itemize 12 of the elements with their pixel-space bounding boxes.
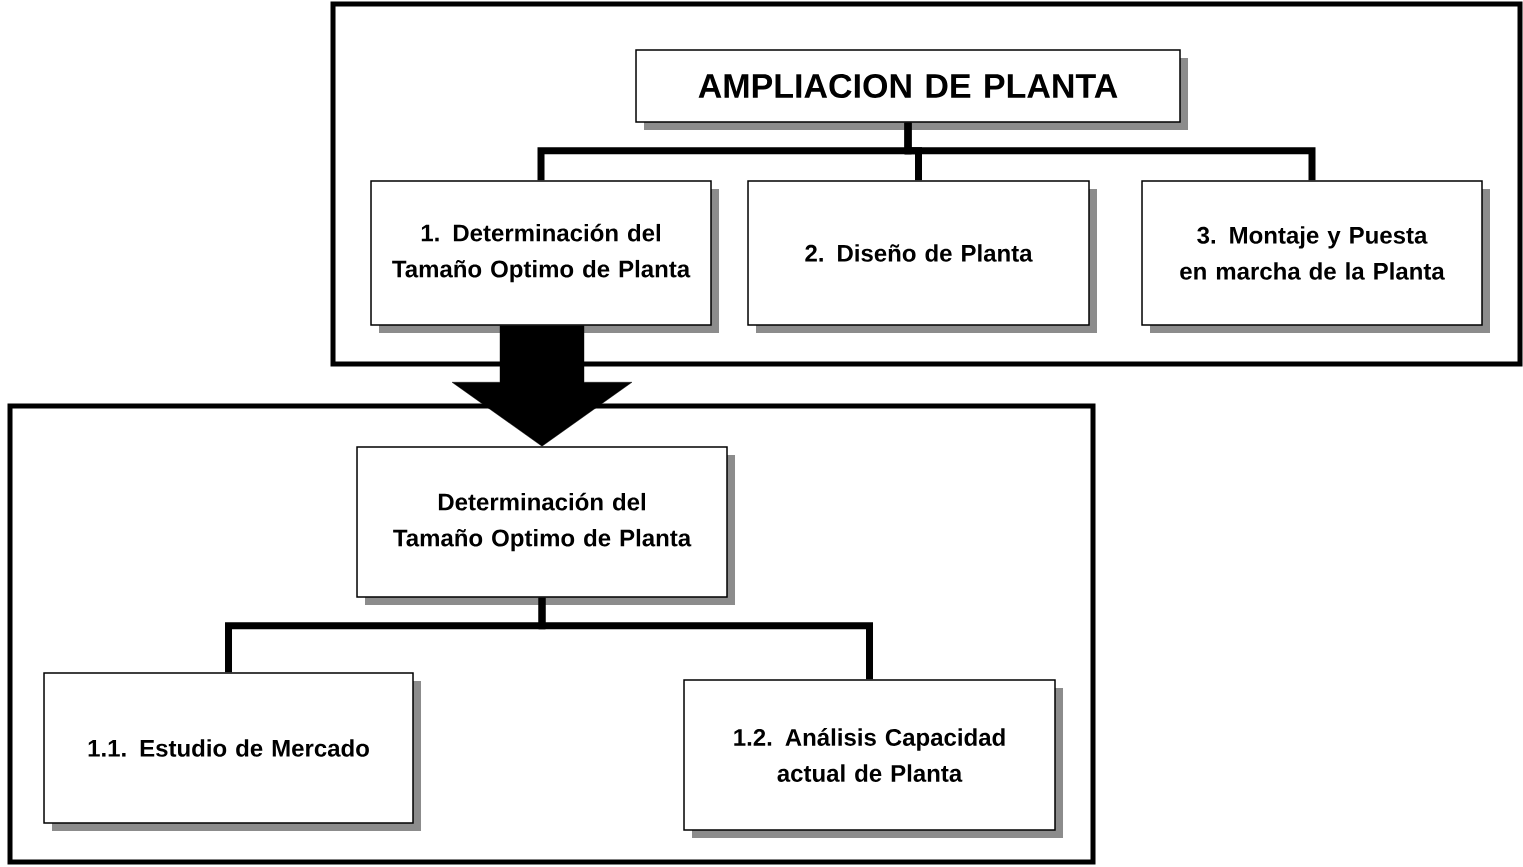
process-box: 2. Diseño de Planta: [747, 180, 1097, 333]
connector-line: [538, 597, 873, 680]
connector-line: [904, 122, 1316, 181]
process-box: 1. Determinación del Tamaño Optimo de Planta: [370, 180, 719, 333]
frame-box: [7, 403, 1096, 865]
block-arrow: [451, 325, 633, 447]
process-box: 1.1. Estudio de Mercado: [43, 672, 421, 831]
process-box: 3. Montaje y Puesta en marcha de la Planta: [1141, 180, 1490, 333]
process-box: Determinación del Tamaño Optimo de Planta: [356, 446, 735, 605]
frame-box: [330, 1, 1523, 367]
process-box: AMPLIACION DE PLANTA: [635, 49, 1188, 130]
process-box: 1.2. Análisis Capacidad actual de Planta: [683, 679, 1063, 838]
